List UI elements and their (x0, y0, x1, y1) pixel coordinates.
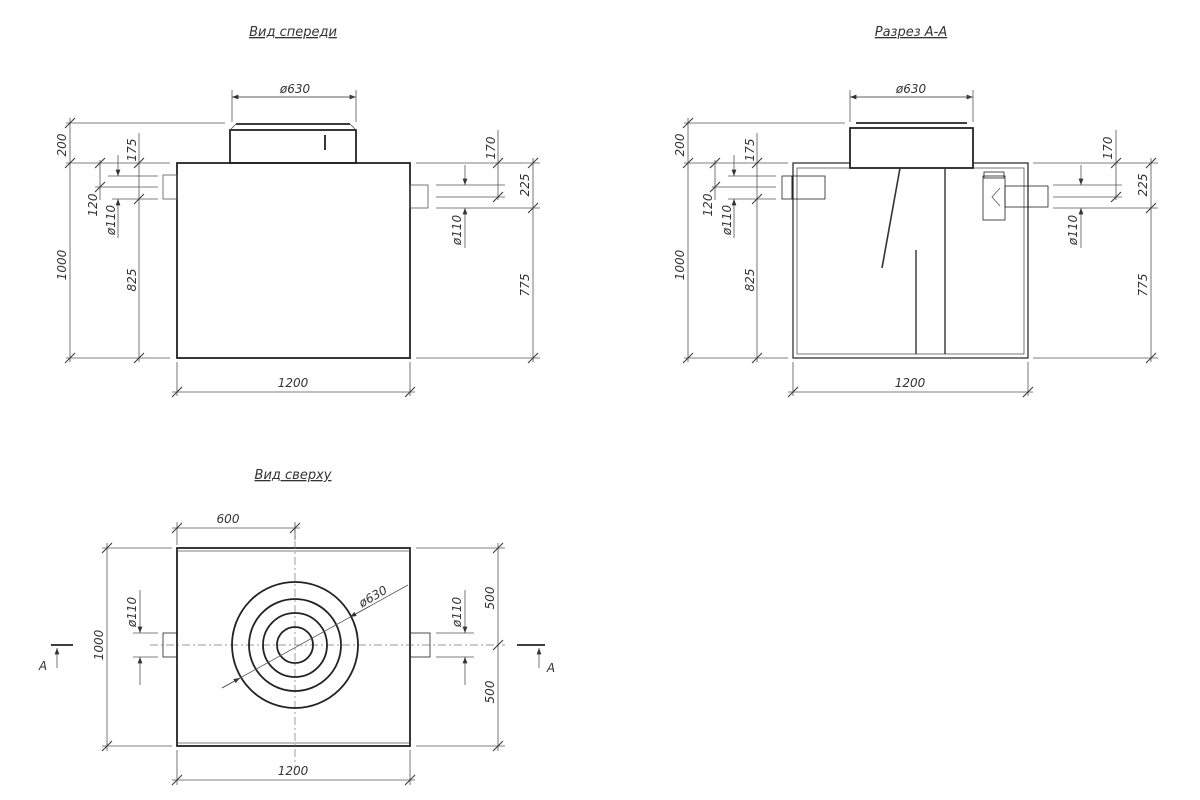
dimension-tick (404, 774, 416, 786)
section-dimensions: ø630 200 1000 120 ø110 175 825 ø110 170 … (673, 82, 1158, 396)
dim-left-height: 825 (743, 269, 757, 292)
section-label-right: A (546, 661, 555, 675)
dimension-tick (94, 157, 106, 169)
inlet-pipe (162, 174, 178, 200)
section-view: Разрез А-А ø630 200 1000 (673, 25, 1158, 396)
section-view-title: Разрез А-А (875, 25, 948, 40)
dim-total-height: 1000 (55, 249, 69, 280)
dim-total-height: 1000 (673, 249, 687, 280)
dim-left-height: 825 (125, 269, 139, 292)
dim-left-pipe: ø110 (720, 205, 734, 237)
dimension-tick (527, 157, 539, 169)
dimension-tick (787, 386, 799, 398)
front-view-title: Вид спереди (249, 25, 337, 40)
dim-half-bottom: 500 (483, 680, 497, 703)
front-dimensions: ø630 200 1000 120 ø110 175 825 ø110 170 … (55, 82, 540, 396)
tank-body (176, 547, 411, 747)
dim-width: 1200 (895, 376, 926, 390)
dimension-tick (682, 117, 694, 129)
dimension-tick (492, 157, 504, 169)
dim-top-height: 200 (55, 133, 69, 156)
dim-lid-diameter: ø630 (895, 82, 927, 96)
top-view: Вид сверху ø630 600 1000 ø110 (38, 468, 555, 785)
dim-left-top: 175 (743, 139, 757, 162)
dimension-ticks (64, 117, 1157, 786)
dimension-tick (101, 740, 113, 752)
dim-right-gap: 225 (1136, 174, 1150, 197)
dimension-tick (64, 117, 76, 129)
dimension-tick (171, 774, 183, 786)
dim-right-pipe: ø110 (1066, 215, 1080, 247)
dimension-tick (133, 193, 145, 205)
dimension-tick (492, 740, 504, 752)
dim-left-gap: 120 (86, 193, 100, 216)
dimension-tick (171, 386, 183, 398)
dimension-tick (101, 542, 113, 554)
dim-lid-diameter: ø630 (356, 583, 390, 611)
dimension-tick (64, 352, 76, 364)
dim-width: 1200 (278, 376, 309, 390)
dimension-tick (492, 639, 504, 651)
dimension-tick (94, 181, 106, 193)
manhole-lid (849, 122, 974, 169)
dimension-tick (751, 157, 763, 169)
dimension-tick (289, 522, 301, 534)
manhole-lid (229, 123, 357, 164)
dimension-tick (682, 352, 694, 364)
dimension-tick (64, 157, 76, 169)
dim-left-top: 175 (125, 139, 139, 162)
dim-left-gap: 120 (701, 193, 715, 216)
dim-lid-diameter: ø630 (279, 82, 311, 96)
dim-left-pipe: ø110 (104, 205, 118, 237)
manhole-lid-rings (231, 581, 359, 709)
dimension-tick (171, 522, 183, 534)
front-view: Вид спереди ø630 200 1000 120 ø110 1 (55, 25, 540, 396)
tank-body (176, 162, 411, 359)
dimension-tick (1110, 157, 1122, 169)
dim-right-pipe: ø110 (450, 597, 464, 629)
dim-right-gap: 225 (518, 174, 532, 197)
section-marker-left: A (38, 644, 73, 673)
dim-half-top: 500 (483, 586, 497, 609)
tank-wall-outer (792, 162, 1029, 359)
dimension-tick (709, 181, 721, 193)
dimension-tick (492, 542, 504, 554)
dimension-tick (527, 352, 539, 364)
dimension-tick (1022, 386, 1034, 398)
dimension-tick (751, 193, 763, 205)
dim-right-height: 775 (518, 274, 532, 297)
dimension-tick (1145, 352, 1157, 364)
dim-top-height: 200 (673, 133, 687, 156)
section-marker-right: A (517, 644, 555, 675)
inclined-baffle (881, 167, 901, 269)
dim-right-pipe: ø110 (450, 215, 464, 247)
dim-left-pipe: ø110 (125, 597, 139, 629)
top-view-title: Вид сверху (255, 468, 332, 483)
tank-wall-inner (796, 167, 1025, 355)
dimension-tick (492, 191, 504, 203)
dimension-tick (1110, 191, 1122, 203)
outlet-pipe (409, 632, 431, 658)
dimension-tick (404, 386, 416, 398)
outlet-tee-pipe (982, 171, 1049, 221)
dim-right-top: 170 (1101, 136, 1115, 159)
dimension-tick (709, 157, 721, 169)
dim-right-top: 170 (484, 136, 498, 159)
inlet-pipe (162, 632, 178, 658)
dimension-tick (527, 202, 539, 214)
dimension-tick (682, 157, 694, 169)
dimension-tick (1145, 157, 1157, 169)
dim-depth: 1000 (92, 629, 106, 660)
section-label-left: A (38, 659, 47, 673)
dim-center-offset: 600 (217, 512, 240, 526)
outlet-pipe (409, 184, 429, 209)
dim-right-height: 775 (1136, 274, 1150, 297)
dimension-tick (133, 352, 145, 364)
dimension-tick (133, 157, 145, 169)
inlet-pipe (781, 175, 826, 200)
top-dimensions: ø630 600 1000 ø110 ø110 500 500 1200 (92, 512, 505, 785)
dimension-tick (1145, 202, 1157, 214)
dim-width: 1200 (278, 764, 309, 778)
dimension-tick (751, 352, 763, 364)
